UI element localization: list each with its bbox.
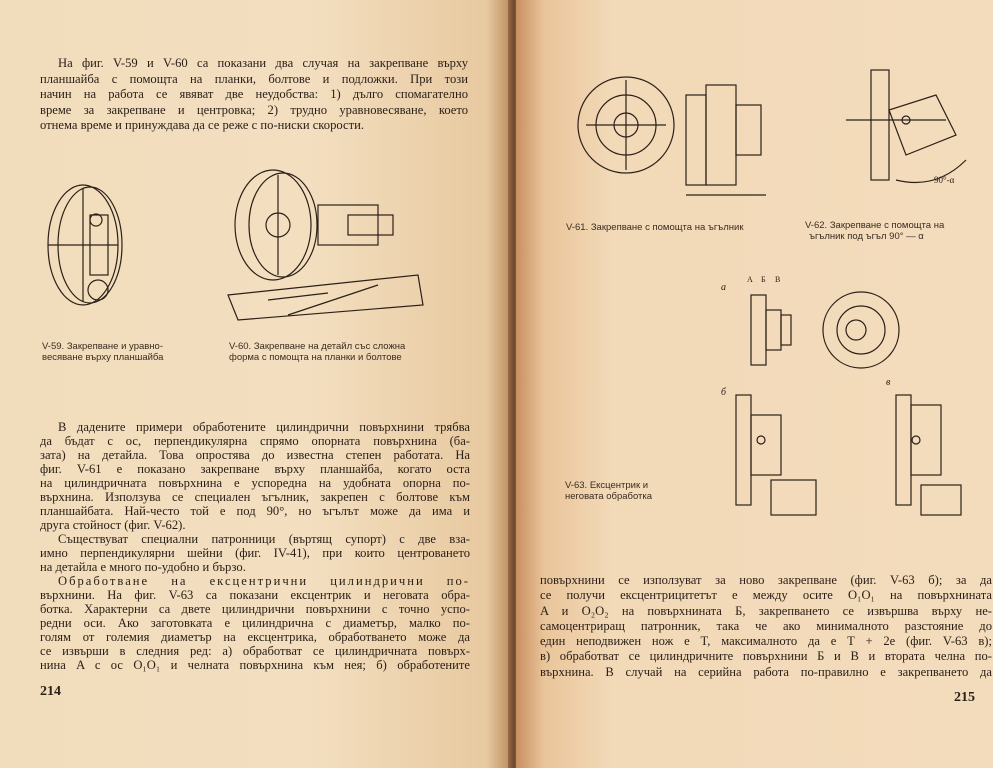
label-v-upper: В <box>775 275 780 284</box>
caption-line: ъгълник под ъгъл 90° — α <box>809 231 924 242</box>
paragraph-1: На фиг. V-59 и V-60 са показани два случ… <box>40 56 468 134</box>
paragraph-2: В дадените примери обработените цилиндри… <box>40 420 470 672</box>
caption-line: V-60. Закрепване на детайл със сложна <box>229 341 406 352</box>
text-line: на цилиндричната повърхнина е успоредна … <box>40 476 470 490</box>
label-a: а <box>721 282 726 293</box>
text-line: зата) на детайла. Това опростява до изве… <box>40 448 470 462</box>
text-line: върхнини. На фиг. V-63 са показани ексце… <box>40 588 470 602</box>
text-line: се получи ексцентрицитетът e между осите… <box>540 588 992 603</box>
figure-v63-eccentric: А Б В а б в <box>721 275 962 516</box>
text-line: върхнина. Използува се специален ъгълник… <box>40 490 470 504</box>
text-line: върхнина. В случай на серийна работа по-… <box>540 664 992 679</box>
text-line: ботка. Характерни са двете цилиндрични п… <box>40 602 470 616</box>
text-line: планшайба с помощта на планки, болтове и… <box>40 71 468 86</box>
label-v: в <box>886 377 891 388</box>
figure-v62-caption: V-62. Закрепване с помощта на ъгълник по… <box>805 220 944 242</box>
text-line: фиг. V-61 е показано закрепване върху пл… <box>40 462 470 476</box>
figure-v63-caption: V-63. Ексцентрик и неговата обработка <box>565 480 652 502</box>
page-number: 215 <box>954 690 975 705</box>
text-line: се извърши в следния ред: а) обработват … <box>40 644 470 658</box>
text-line: имно перпендикулярни шейни (фиг. IV-41),… <box>40 546 470 560</box>
text-line: на детайла е много по-удобно и бързо. <box>40 560 246 574</box>
text-line: време за закрепване и центровка; 2) труд… <box>40 102 468 117</box>
caption-line: весяване върху планшайба <box>42 352 164 363</box>
figure-v60-lathe <box>227 169 424 321</box>
text-line: повърхнини се използуват за ново закрепв… <box>540 573 992 587</box>
paragraph-right: повърхнини се използуват за ново закрепв… <box>540 573 992 680</box>
label-b-upper: Б <box>761 275 766 284</box>
text-line: планшайбата. Най-често той е под 90°, но… <box>40 504 470 518</box>
text-line: Съществуват специални патронници (въртящ… <box>58 532 470 546</box>
text-line: редни оси. Ако заготовката е цилиндрична… <box>40 616 470 630</box>
page-number: 214 <box>40 684 61 699</box>
caption-line: неговата обработка <box>565 491 653 502</box>
label-b: б <box>721 387 727 398</box>
angle-label: 90°-α <box>934 175 955 185</box>
text-line: да бъдат с ос, перпендикулярна спрямо оп… <box>40 434 470 448</box>
caption-line: V-63. Ексцентрик и <box>565 480 649 491</box>
text-line: отнема време и принуждава да се реже с п… <box>40 118 364 132</box>
text-line: В дадените примери обработените цилиндри… <box>58 420 470 434</box>
text-line: начин на работа се явяват две неудобства… <box>40 87 468 101</box>
text-line: друга стойност (фиг. V-62). <box>40 518 186 532</box>
figure-v60-caption: V-60. Закрепване на детайл със сложна фо… <box>229 341 405 363</box>
text-line: голям от големия диаметър на ексцентрика… <box>40 630 470 644</box>
figure-v62-angle-plate: 90°-α <box>846 69 967 185</box>
section-heading-line: Обработване на ексцентрични цилиндрични … <box>58 574 470 588</box>
caption-line: V-61. Закрепване с помощта на ъгълник <box>566 222 744 233</box>
text-line: в) обработват се цилиндричните повърхнин… <box>540 649 992 664</box>
text-line: На фиг. V-59 и V-60 са показани два случ… <box>58 56 468 70</box>
figure-v59-caption: V-59. Закрепване и уравно- весяване върх… <box>42 341 163 363</box>
figure-v61-angle-plate <box>577 76 766 196</box>
caption-line: V-62. Закрепване с помощта на <box>805 220 945 231</box>
label-a-upper: А <box>747 275 753 284</box>
figure-v59-faceplate <box>47 184 123 306</box>
caption-line: V-59. Закрепване и уравно- <box>42 341 163 352</box>
text-line: A и O₂O₂ на повърхнината Б, закрепването… <box>540 603 992 618</box>
caption-line: форма с помощта на планки и болтове <box>229 352 402 363</box>
text-line: самоцентриращ патронник, така че ако мин… <box>540 618 992 633</box>
text-line: един неподвижен нож е T, максималното да… <box>540 634 992 649</box>
right-page: 90°-α V-61. Закрепване с помощта на ъгъл… <box>516 0 993 768</box>
figure-v61-caption: V-61. Закрепване с помощта на ъгълник <box>566 222 743 233</box>
left-page: На фиг. V-59 и V-60 са показани два случ… <box>0 0 512 768</box>
text-line: нина A с ос O₁O₁ и челната повърхнина къ… <box>40 658 470 672</box>
